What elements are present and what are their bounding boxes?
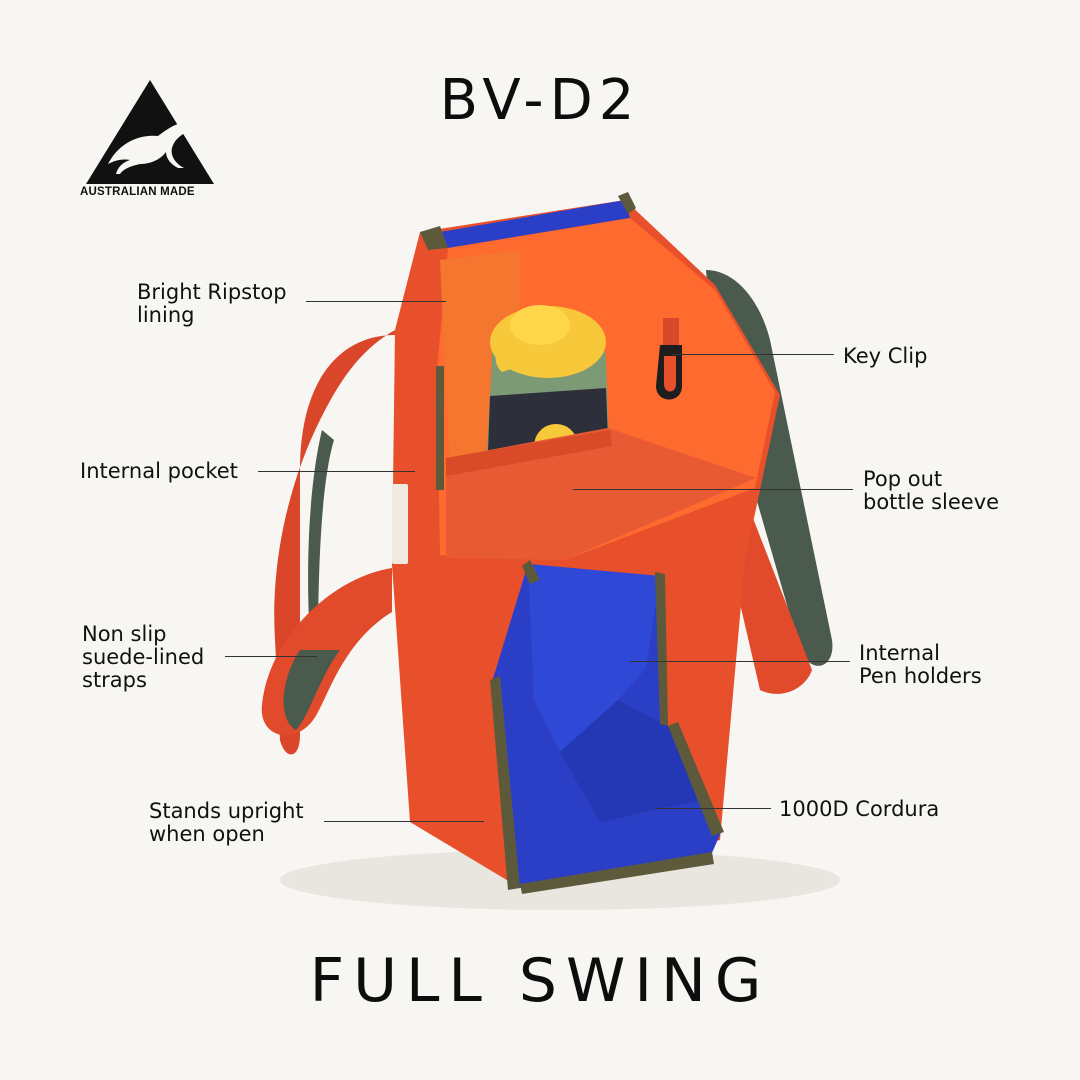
kangaroo-logo-icon: [86, 80, 214, 184]
product-name: FULL SWING: [309, 946, 771, 1016]
feature-label-bottle-sleeve: Pop out bottle sleeve: [863, 467, 1000, 514]
feature-label-pen-holders: Internal Pen holders: [859, 641, 982, 688]
leader-line-non-slip-straps: [225, 656, 317, 657]
leader-line-internal-pocket: [258, 471, 415, 472]
leader-line-bright-ripstop: [306, 301, 446, 302]
feature-label-bright-ripstop: Bright Ripstop lining: [137, 280, 287, 327]
leader-line-stands-upright: [324, 821, 484, 822]
leader-line-cordura: [655, 808, 771, 809]
feature-label-cordura: 1000D Cordura: [779, 797, 940, 821]
left-strap-back: [274, 330, 395, 755]
brand-tag: [392, 484, 408, 564]
australian-made-badge: AUSTRALIAN MADE: [80, 78, 220, 203]
leader-line-pen-holders: [630, 661, 850, 662]
key-clip-icon: [656, 318, 682, 400]
leader-line-bottle-sleeve: [573, 489, 853, 490]
badge-text: AUSTRALIAN MADE: [80, 186, 195, 198]
feature-label-key-clip: Key Clip: [843, 344, 928, 368]
pen-holder-pockets: [528, 564, 660, 752]
feature-label-non-slip-straps: Non slip suede-lined straps: [82, 622, 205, 692]
top-cordura-binding: [440, 200, 630, 248]
feature-label-internal-pocket: Internal pocket: [80, 459, 238, 483]
leader-line-key-clip: [672, 354, 834, 355]
product-code: BV-D2: [439, 68, 641, 133]
feature-label-stands-upright: Stands upright when open: [149, 799, 304, 846]
